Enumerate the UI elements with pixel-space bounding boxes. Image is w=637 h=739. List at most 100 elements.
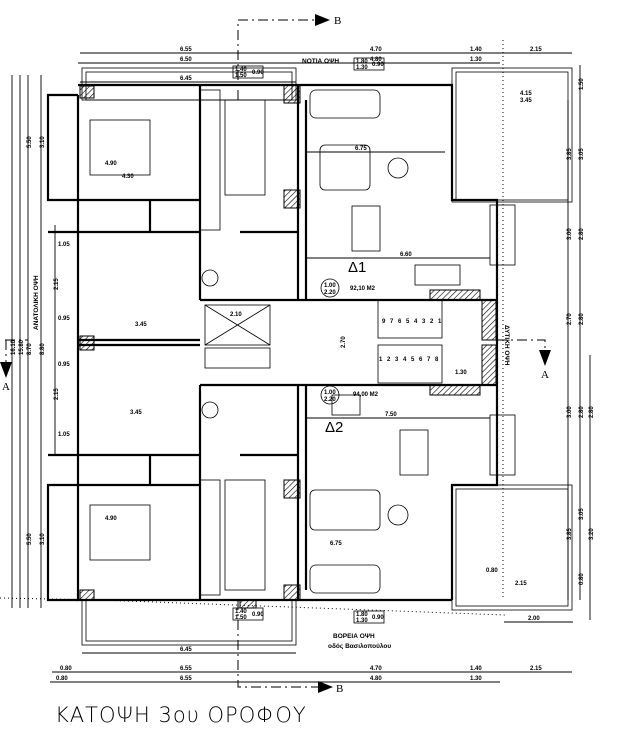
svg-text:6.45: 6.45 [180, 76, 192, 82]
svg-text:2.00: 2.00 [528, 616, 540, 622]
svg-text:0.90: 0.90 [252, 612, 264, 618]
apartment-d1-label: Δ1 [348, 259, 366, 276]
svg-text:2.80: 2.80 [579, 228, 585, 240]
svg-text:6.75: 6.75 [355, 146, 367, 152]
apartment-d2-area: 94,00 M2 [353, 392, 379, 398]
svg-text:0.80: 0.80 [60, 666, 72, 672]
svg-text:5.50: 5.50 [27, 136, 33, 148]
svg-text:6.75: 6.75 [330, 541, 342, 547]
svg-text:6.55: 6.55 [180, 666, 192, 672]
svg-text:3.45: 3.45 [135, 322, 147, 328]
svg-text:1.30: 1.30 [455, 370, 467, 376]
svg-text:3.10: 3.10 [40, 136, 46, 148]
svg-text:1.40: 1.40 [470, 47, 482, 53]
svg-text:3.45: 3.45 [130, 410, 142, 416]
svg-text:3.10: 3.10 [40, 533, 46, 545]
svg-text:4.80: 4.80 [370, 676, 382, 682]
svg-text:4.80: 4.80 [370, 57, 382, 63]
right-dimensions: 3.85 3.00 2.70 3.00 3.85 1.50 3.05 2.80 … [567, 65, 595, 620]
section-line-b: B B [237, 14, 343, 695]
window-tag: 1.80 1.30 0.90 [353, 610, 385, 624]
svg-text:4.30: 4.30 [122, 174, 134, 180]
apartment-d2-label: Δ2 [325, 419, 343, 436]
svg-text:6.50: 6.50 [180, 57, 192, 63]
svg-text:B: B [336, 683, 343, 695]
svg-text:15.80: 15.80 [19, 339, 25, 355]
svg-text:4.70: 4.70 [370, 47, 382, 53]
svg-text:2.15: 2.15 [515, 581, 527, 587]
svg-text:1.80: 1.80 [356, 612, 368, 618]
svg-text:6.45: 6.45 [180, 647, 192, 653]
interior-dimensions: 6.75 6.60 7.50 4.90 4.30 3.45 3.45 4.90 … [105, 91, 532, 587]
svg-text:4: 4 [403, 357, 407, 363]
svg-text:5: 5 [411, 357, 415, 363]
svg-text:1.40: 1.40 [235, 609, 247, 615]
svg-text:2: 2 [430, 319, 434, 325]
svg-text:2.10: 2.10 [230, 312, 242, 318]
svg-text:3.05: 3.05 [579, 148, 585, 160]
section-line-a: A A [0, 339, 551, 393]
svg-text:4: 4 [414, 319, 418, 325]
svg-text:1.50: 1.50 [235, 73, 247, 79]
svg-text:5: 5 [406, 319, 410, 325]
door-tag: 1.00 2.20 [320, 385, 340, 405]
svg-text:1.50: 1.50 [579, 78, 585, 90]
svg-text:7: 7 [390, 319, 394, 325]
svg-text:1.40: 1.40 [235, 67, 247, 73]
svg-text:2.20: 2.20 [324, 290, 336, 296]
furniture [89, 89, 516, 594]
svg-text:4.15: 4.15 [520, 91, 532, 97]
svg-text:2.80: 2.80 [579, 406, 585, 418]
svg-text:3.20: 3.20 [589, 528, 595, 540]
svg-text:6: 6 [419, 357, 423, 363]
svg-text:8.80: 8.80 [40, 343, 46, 355]
svg-text:0.90: 0.90 [252, 70, 264, 76]
door-tag: 1.00 2.20 [320, 278, 340, 298]
window-tag: 1.40 1.50 0.90 [232, 65, 264, 79]
svg-text:2.80: 2.80 [579, 313, 585, 325]
svg-text:7: 7 [427, 357, 431, 363]
interior-walls [78, 85, 497, 600]
svg-text:0.80: 0.80 [56, 676, 68, 682]
svg-text:1.00: 1.00 [324, 390, 336, 396]
svg-text:3: 3 [422, 319, 426, 325]
north-facade-label: ΒΟΡΕΙΑ ΟΨΗ [333, 633, 375, 640]
top-dimensions: 6.55 4.70 1.40 2.15 6.50 4.80 1.30 6.45 [78, 47, 572, 83]
elevator-shaft [204, 304, 271, 369]
svg-text:0.90: 0.90 [372, 615, 384, 621]
svg-text:1.05: 1.05 [58, 432, 70, 438]
svg-text:8.70: 8.70 [27, 343, 33, 355]
svg-text:B: B [334, 15, 341, 27]
svg-text:3.45: 3.45 [520, 98, 532, 104]
svg-text:4.90: 4.90 [105, 161, 117, 167]
svg-text:6.60: 6.60 [400, 252, 412, 258]
svg-text:1.80: 1.80 [356, 59, 368, 65]
svg-text:8: 8 [435, 357, 439, 363]
svg-text:A: A [2, 381, 10, 393]
svg-text:6: 6 [398, 319, 402, 325]
svg-text:1.05: 1.05 [58, 242, 70, 248]
svg-text:3.00: 3.00 [567, 406, 573, 418]
svg-text:3.85: 3.85 [567, 528, 573, 540]
bottom-dimensions: 0.80 6.55 4.70 1.40 2.15 0.80 6.55 4.80 … [50, 616, 573, 683]
svg-text:2: 2 [387, 357, 391, 363]
svg-text:4.90: 4.90 [105, 516, 117, 522]
west-facade-label: ΔΥΤΙΚΗ ΟΨΗ [503, 325, 510, 366]
svg-text:9: 9 [382, 319, 386, 325]
svg-text:1: 1 [438, 319, 442, 325]
svg-text:5.50: 5.50 [27, 533, 33, 545]
columns [79, 84, 497, 609]
svg-text:3: 3 [395, 357, 399, 363]
svg-text:0.90: 0.90 [372, 62, 384, 68]
svg-text:6.55: 6.55 [180, 676, 192, 682]
svg-text:16.10: 16.10 [11, 339, 17, 355]
svg-text:1.40: 1.40 [470, 666, 482, 672]
svg-text:0.80: 0.80 [486, 568, 498, 574]
svg-text:2.15: 2.15 [530, 47, 542, 53]
svg-text:7.50: 7.50 [385, 412, 397, 418]
drawing-title: ΚΑΤΟΨΗ 3ου ΟΡΟΦΟΥ [55, 703, 307, 727]
svg-text:3.05: 3.05 [579, 508, 585, 520]
svg-text:4.70: 4.70 [370, 666, 382, 672]
svg-text:1.30: 1.30 [356, 618, 368, 624]
